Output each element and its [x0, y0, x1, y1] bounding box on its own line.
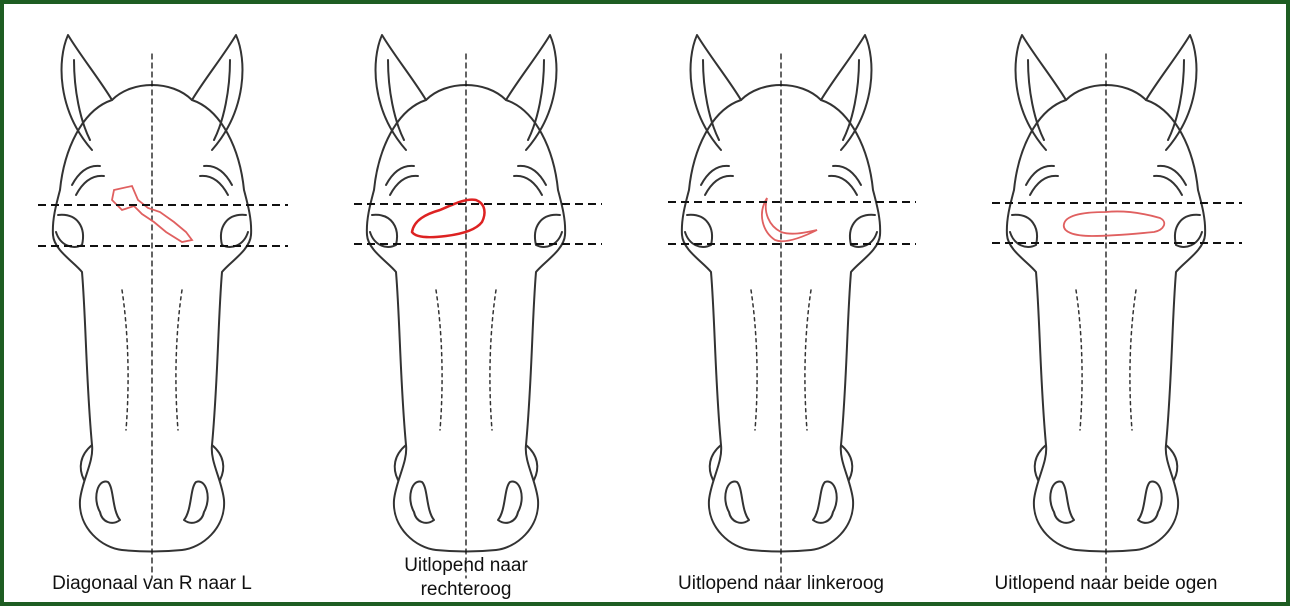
caption-1: Diagonaal van R naar L	[12, 572, 292, 596]
caption-2: Uitlopend naar rechteroog	[326, 554, 606, 602]
horse-head-4	[1007, 35, 1205, 578]
marking-linkeroog	[762, 198, 817, 241]
marking-beide-ogen	[1064, 211, 1164, 236]
horse-head-3	[682, 35, 880, 578]
caption-2-line-2: rechteroog	[421, 579, 512, 600]
caption-3-line-1: Uitlopend naar linkeroog	[678, 573, 884, 594]
horse-head-1	[53, 35, 251, 578]
horse-heads-diagram	[4, 4, 1286, 602]
marking-rechteroog	[412, 200, 484, 238]
caption-4-line-1: Uitlopend naar beide ogen	[995, 573, 1218, 594]
horse-head-2	[367, 35, 565, 578]
caption-2-line-1: Uitlopend naar	[404, 555, 528, 576]
caption-4: Uitlopend naar beide ogen	[966, 572, 1246, 596]
caption-1-line-1: Diagonaal van R naar L	[52, 573, 252, 594]
caption-3: Uitlopend naar linkeroog	[641, 572, 921, 596]
